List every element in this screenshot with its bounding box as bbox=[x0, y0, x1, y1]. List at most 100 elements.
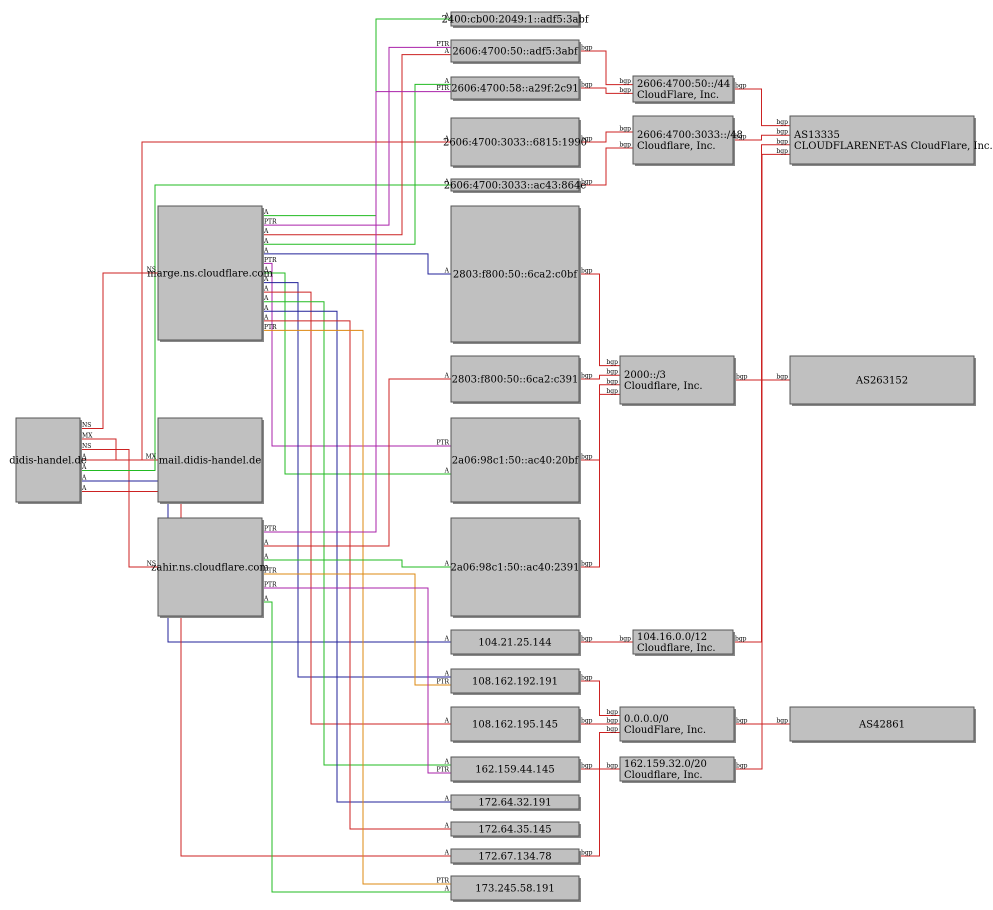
node-label: 104.16.0.0/12 bbox=[637, 632, 707, 643]
edge-label: bgp bbox=[735, 134, 747, 141]
node-label: Cloudflare, Inc. bbox=[624, 770, 703, 781]
node-box bbox=[789, 355, 975, 405]
edge-label: A bbox=[444, 136, 450, 143]
node-box bbox=[450, 39, 580, 63]
node-box bbox=[450, 205, 580, 343]
edge-label: bgp bbox=[581, 718, 593, 725]
edge-label: A bbox=[263, 314, 269, 321]
node-box bbox=[450, 756, 580, 782]
edge-p6-to-as1 bbox=[734, 153, 790, 770]
node-108-162-192-191[interactable]: 108.162.192.191 bbox=[450, 668, 581, 695]
node-zahir-ns-cloudflare-com[interactable]: zahir.ns.cloudflare.com bbox=[151, 517, 269, 618]
node-box bbox=[450, 355, 580, 403]
edge-label: PTR bbox=[436, 440, 449, 447]
node-2a06-98c1-50-ac40-2391[interactable]: 2a06:98c1:50::ac40:2391 bbox=[450, 517, 581, 618]
node-label: 2400:cb00:2049:1::adf5:3abf bbox=[441, 15, 589, 26]
node-didis-handel-de[interactable]: didis-handel.de bbox=[9, 417, 87, 504]
edge-label: bgp bbox=[606, 378, 618, 385]
node-label: mail.didis-handel.de bbox=[159, 456, 262, 467]
edge-marge-to-v6h bbox=[262, 272, 451, 475]
edge-label: A bbox=[444, 718, 450, 725]
node-label: 2606:4700:50::/44 bbox=[637, 79, 730, 90]
node-box bbox=[157, 417, 263, 503]
node-box bbox=[450, 178, 580, 192]
node-2803-f800-50-6ca2-c0bf[interactable]: 2803:f800:50::6ca2:c0bf bbox=[450, 205, 581, 344]
edge-label: A bbox=[444, 561, 450, 568]
node-172-67-134-78[interactable]: 172.67.134.78 bbox=[450, 848, 581, 865]
node-box bbox=[632, 629, 734, 655]
edge-label: A bbox=[81, 485, 87, 492]
edge-label: A bbox=[81, 475, 87, 482]
edge-label: bgp bbox=[606, 726, 618, 733]
edge-label: bgp bbox=[606, 388, 618, 395]
node-2a06-98c1-50-ac40-20bf[interactable]: 2a06:98c1:50::ac40:20bf bbox=[450, 417, 581, 504]
node-box bbox=[450, 76, 580, 100]
node-172-64-35-145[interactable]: 172.64.35.145 bbox=[450, 821, 581, 838]
node-2606-4700-3033-6815-1990[interactable]: 2606:4700:3033::6815:1990 bbox=[443, 117, 587, 168]
node-box bbox=[450, 875, 580, 901]
node-173-245-58-191[interactable]: 173.245.58.191 bbox=[450, 875, 581, 902]
node-marge-ns-cloudflare-com[interactable]: marge.ns.cloudflare.com bbox=[147, 205, 273, 342]
node-box bbox=[619, 756, 735, 782]
node-label: Cloudflare, Inc. bbox=[637, 643, 716, 654]
edge-v4g-to-p5 bbox=[579, 732, 620, 857]
edge-label: A bbox=[263, 554, 269, 561]
node-label: 2a06:98c1:50::ac40:20bf bbox=[452, 456, 580, 467]
edge-label: bgp bbox=[581, 136, 593, 143]
node-box bbox=[157, 517, 263, 617]
node-box bbox=[632, 75, 734, 103]
node-as263152[interactable]: AS263152 bbox=[789, 355, 976, 406]
edges-layer bbox=[80, 18, 790, 893]
edge-label: PTR bbox=[264, 257, 277, 264]
edge-marge-to-v6c bbox=[262, 83, 451, 245]
edge-label: PTR bbox=[264, 582, 277, 589]
node-box bbox=[157, 205, 263, 341]
edge-label: bgp bbox=[619, 142, 631, 149]
node-2400-cb00-2049-1-adf5-3abf[interactable]: 2400:cb00:2049:1::adf5:3abf bbox=[441, 11, 590, 28]
node-label: CloudFlare, Inc. bbox=[637, 90, 719, 101]
edge-v6g-to-p3 bbox=[579, 374, 620, 380]
node-label: AS263152 bbox=[855, 376, 908, 387]
node-label: 108.162.195.145 bbox=[472, 720, 558, 731]
node-2606-4700-58-a29f-2c91[interactable]: 2606:4700:58::a29f:2c91 bbox=[450, 76, 581, 101]
node-label: 2000::/3 bbox=[624, 370, 666, 381]
edge-label: PTR bbox=[264, 219, 277, 226]
edge-label: A bbox=[444, 636, 450, 643]
edge-label: A bbox=[444, 850, 450, 857]
edge-didis-to-v6e bbox=[80, 184, 451, 471]
node-104-21-25-144[interactable]: 104.21.25.144 bbox=[450, 629, 581, 656]
node-2803-f800-50-6ca2-c391[interactable]: 2803:f800:50::6ca2:c391 bbox=[450, 355, 581, 404]
node-172-64-32-191[interactable]: 172.64.32.191 bbox=[450, 794, 581, 811]
node-box bbox=[450, 848, 580, 864]
edge-label: PTR bbox=[264, 568, 277, 575]
node-as42861[interactable]: AS42861 bbox=[789, 706, 976, 743]
node-label: 2606:4700:50::adf5:3abf bbox=[452, 47, 579, 58]
node-label: Cloudflare, Inc. bbox=[624, 381, 703, 392]
node-box bbox=[632, 115, 734, 165]
node-mail-didis-handel-de[interactable]: mail.didis-handel.de bbox=[157, 417, 264, 504]
node-162-159-44-145[interactable]: 162.159.44.145 bbox=[450, 756, 581, 783]
edge-label: A bbox=[444, 759, 450, 766]
node-108-162-195-145[interactable]: 108.162.195.145 bbox=[450, 706, 581, 743]
node-box bbox=[789, 115, 975, 165]
edge-zahir-to-v4b bbox=[262, 573, 451, 686]
edge-label: bgp bbox=[606, 709, 618, 716]
edge-label: A bbox=[263, 286, 269, 293]
edge-marge-to-v6a bbox=[262, 18, 451, 217]
edge-v6i-to-p3 bbox=[579, 393, 620, 568]
edge-label: bgp bbox=[736, 718, 748, 725]
edge-label: bgp bbox=[776, 119, 788, 126]
edge-label: A bbox=[444, 886, 450, 893]
node-2606-4700-3033-ac43-864e[interactable]: 2606:4700:3033::ac43:864e bbox=[444, 178, 587, 193]
edge-zahir-to-v6c bbox=[262, 91, 451, 533]
edge-label: bgp bbox=[581, 763, 593, 770]
edge-label: bgp bbox=[776, 129, 788, 136]
node-2606-4700-50-adf5-3abf[interactable]: 2606:4700:50::adf5:3abf bbox=[450, 39, 581, 64]
